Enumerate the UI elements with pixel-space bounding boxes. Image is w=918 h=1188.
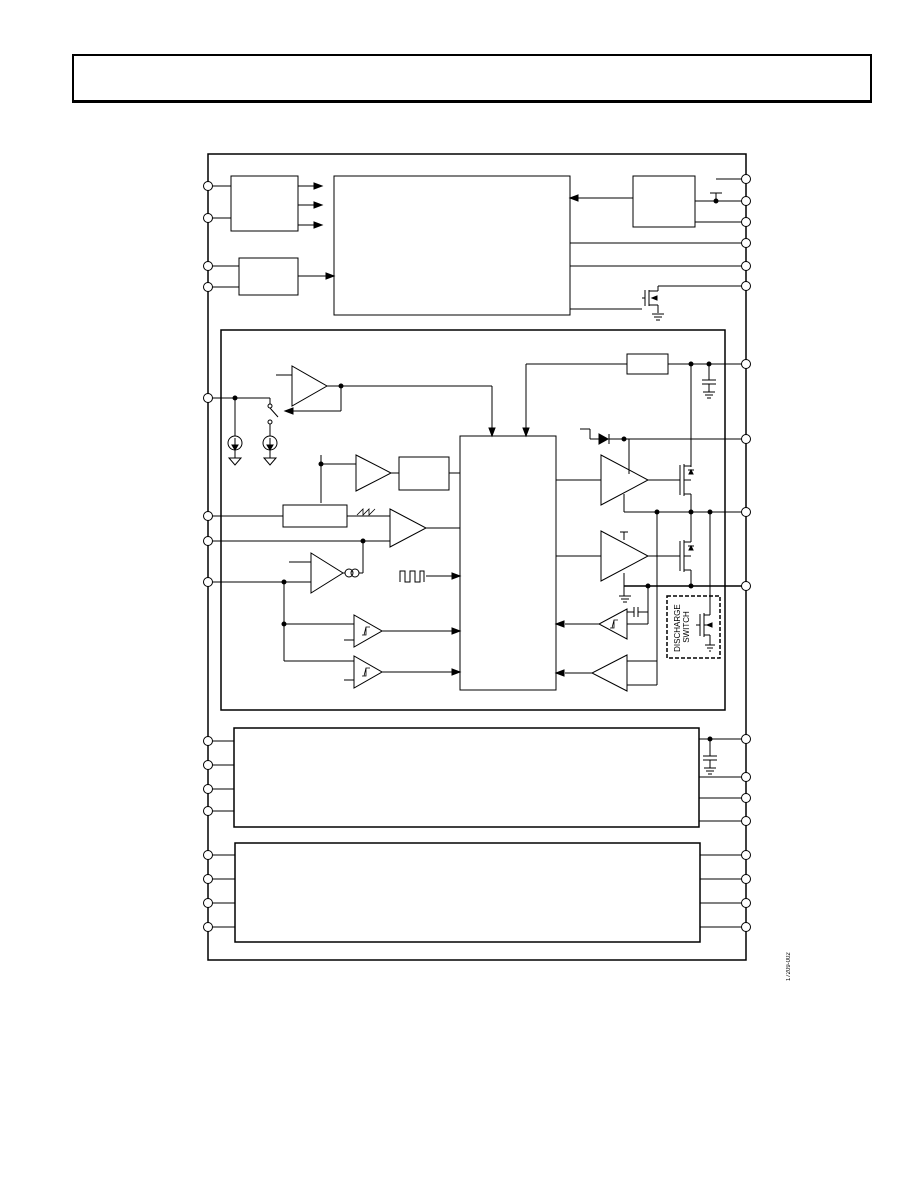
arrow-head-icon: [325, 272, 336, 280]
capacitor-icon: [633, 607, 639, 617]
pin: [203, 922, 213, 932]
diode-icon: [598, 433, 610, 445]
schmitt-trigger-icon: [353, 655, 384, 689]
capacitor-icon: [703, 755, 717, 761]
discharge-mosfet-icon: [696, 598, 713, 645]
main-logic-block: [333, 175, 571, 316]
pin: [203, 213, 213, 223]
soft-start-amplifier-icon: [310, 552, 344, 594]
pin: [741, 359, 751, 369]
open-drain-mosfet-icon: [642, 285, 746, 313]
high-side-mosfet-icon: [679, 464, 694, 512]
pin: [203, 393, 213, 403]
pin: [741, 850, 751, 860]
arrow-head-icon: [313, 221, 324, 229]
pin: [741, 174, 751, 184]
pin: [203, 850, 213, 860]
arrow-head-icon: [488, 427, 496, 438]
arrow-head-icon: [568, 194, 579, 202]
comparator-icon: [291, 365, 329, 407]
arrow-head-icon: [451, 668, 462, 676]
pin: [203, 760, 213, 770]
pin: [741, 217, 751, 227]
pin: [203, 784, 213, 794]
control-logic-block: [459, 435, 557, 691]
regulator-block: [626, 353, 669, 375]
pin: [741, 772, 751, 782]
pin: [741, 874, 751, 884]
left-pins: [203, 181, 213, 932]
pwm-comparator-icon: [389, 508, 428, 548]
pin: [741, 261, 751, 271]
pin: [741, 922, 751, 932]
converter-section: DISCHARGE SWITCH: [208, 329, 746, 711]
discharge-switch-label: DISCHARGE SWITCH: [673, 602, 691, 652]
arrow-head-icon: [522, 427, 530, 438]
pin: [741, 734, 751, 744]
figure-code: 17209-002: [786, 952, 792, 982]
input-block-a: [230, 175, 299, 232]
pin: [203, 536, 213, 546]
converter-frame: [220, 329, 726, 711]
arrow-head-icon: [283, 407, 294, 415]
lower-section: [208, 727, 746, 943]
pin: [741, 898, 751, 908]
lower-block-2: [234, 842, 701, 943]
arrow-head-icon: [451, 572, 462, 580]
arrow-head-icon: [554, 669, 565, 677]
pin: [741, 581, 751, 591]
pin: [203, 577, 213, 587]
arrow-head-icon: [313, 182, 324, 190]
zero-cross-amplifier-icon: [590, 654, 628, 692]
ground-icon: [619, 595, 631, 603]
discharge-switch-box: [666, 595, 721, 659]
ground-icon: [705, 644, 715, 652]
page-header-box: [72, 54, 872, 103]
ground-icon: [652, 313, 664, 321]
input-block-b: [238, 257, 299, 296]
pin: [741, 793, 751, 803]
lower-block-1: [233, 727, 700, 828]
current-source-icon: [344, 568, 354, 578]
current-source-icon: [262, 435, 278, 466]
pin: [741, 816, 751, 826]
pin: [203, 181, 213, 191]
pin: [203, 282, 213, 292]
chip-outline: [207, 153, 747, 961]
low-side-mosfet-icon: [679, 540, 694, 586]
pin: [741, 507, 751, 517]
reference-block: [632, 175, 696, 228]
pin: [203, 736, 213, 746]
ground-icon: [703, 391, 715, 399]
top-section: [208, 175, 746, 321]
pin: [741, 238, 751, 248]
capacitor-icon: [702, 379, 716, 385]
pin: [203, 898, 213, 908]
pin: [741, 196, 751, 206]
arrow-head-icon: [554, 620, 565, 628]
arrow-head-icon: [313, 201, 324, 209]
pin: [741, 281, 751, 291]
pin: [203, 261, 213, 271]
compensation-block: [398, 456, 450, 491]
ramp-generator-block: [282, 504, 348, 528]
oscillator-pulse-icon: [399, 570, 425, 583]
schmitt-trigger-icon: [353, 614, 384, 648]
pin: [203, 874, 213, 884]
pin: [203, 806, 213, 816]
ground-icon: [704, 767, 716, 775]
arrow-head-icon: [451, 627, 462, 635]
current-source-icon: [227, 435, 243, 466]
error-amplifier-icon: [355, 454, 393, 492]
ramp-waveform-icon: [356, 508, 376, 516]
pin: [203, 511, 213, 521]
right-pins: [741, 174, 751, 932]
pin: [741, 434, 751, 444]
